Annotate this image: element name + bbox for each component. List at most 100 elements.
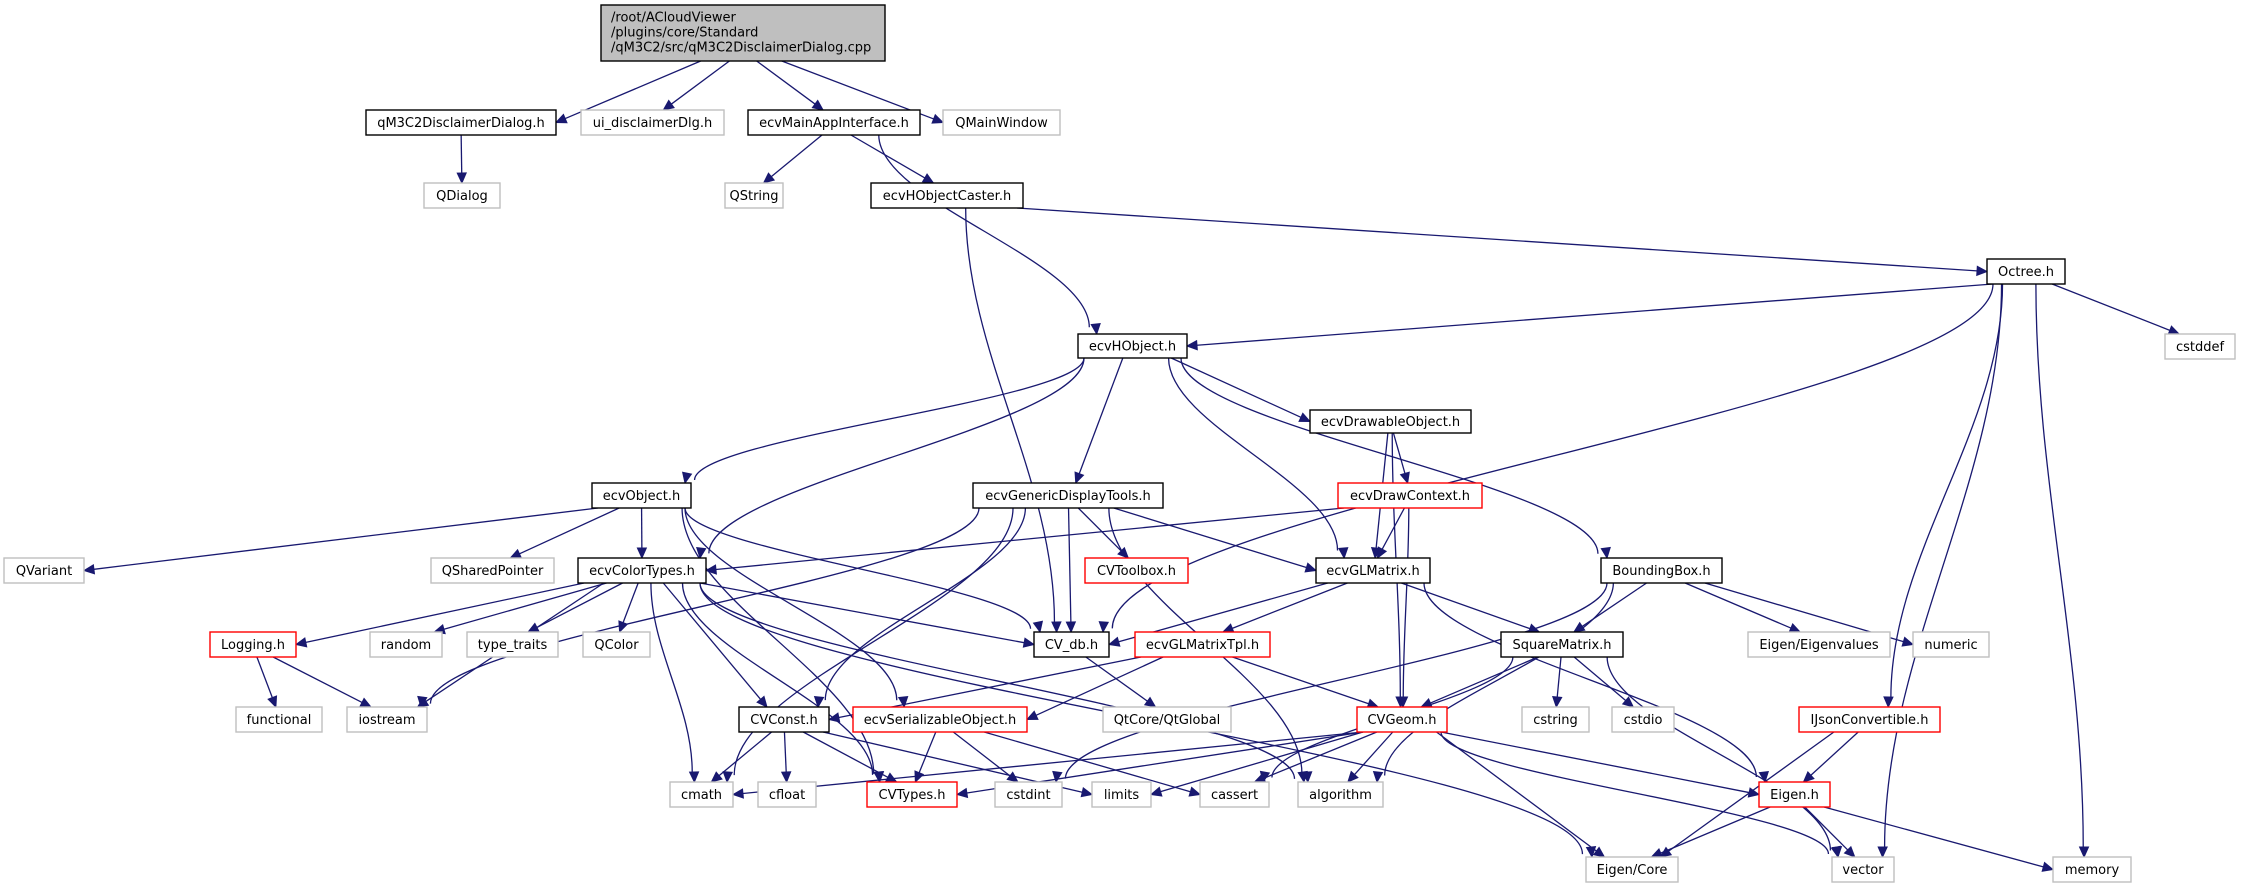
node-box <box>580 109 725 136</box>
node-ijsonconvertible-h[interactable]: IJsonConvertible.h <box>1798 706 1941 733</box>
node-cvtoolbox-h[interactable]: CVToolbox.h <box>1084 557 1189 584</box>
arrowhead <box>1592 846 1606 858</box>
node-ecvdrawcontext-h[interactable]: ecvDrawContext.h <box>1337 482 1483 509</box>
arrowhead <box>813 696 825 709</box>
node-qvariant[interactable]: QVariant <box>3 557 85 584</box>
node-box <box>1084 557 1189 584</box>
node-eigen-h[interactable]: Eigen.h <box>1758 781 1831 808</box>
node-label: vector <box>1842 863 1884 878</box>
node-cassert[interactable]: cassert <box>1199 781 1270 808</box>
node-random[interactable]: random <box>369 631 443 658</box>
node-root-file[interactable]: /root/ACloudViewer /plugins/core/Standar… <box>600 4 886 62</box>
node-qmainwindow[interactable]: QMainWindow <box>942 109 1061 136</box>
arrowhead <box>554 113 568 124</box>
node-qm3c2disclaimerdialog-h[interactable]: qM3C2DisclaimerDialog.h <box>365 109 557 136</box>
node-eigen-core[interactable]: Eigen/Core <box>1585 856 1679 883</box>
arrowhead <box>696 546 707 560</box>
edge-line <box>1078 357 1124 474</box>
node-cvtypes-h[interactable]: CVTypes.h <box>866 781 958 808</box>
node-cstdint[interactable]: cstdint <box>994 781 1063 808</box>
node-label: ecvObject.h <box>603 489 681 504</box>
node-boundingbox-h[interactable]: BoundingBox.h <box>1600 557 1723 584</box>
node-qtcore-qtglobal[interactable]: QtCore/QtGlobal <box>1102 706 1232 733</box>
node-eigen-eigenvalues[interactable]: Eigen/Eigenvalues <box>1747 631 1891 658</box>
arrowhead <box>710 771 723 783</box>
node-box <box>1356 706 1448 733</box>
root-label-line-2: /plugins/core/Standard <box>611 26 758 41</box>
node-cvconst-h[interactable]: CVConst.h <box>738 706 830 733</box>
node-box <box>235 706 323 733</box>
arrowhead <box>1304 562 1318 573</box>
node-algorithm[interactable]: algorithm <box>1297 781 1384 808</box>
edge-line <box>1573 656 1627 702</box>
edge-ecvcolortypes-h-to-qcolor <box>618 582 639 634</box>
node-label: functional <box>247 713 312 728</box>
node-box <box>870 182 1024 209</box>
node-label: cfloat <box>769 788 805 803</box>
edge-ecvhobject-h-to-boundingbox-h <box>1180 357 1611 560</box>
node-box <box>1315 557 1431 584</box>
node-qsharedpointer[interactable]: QSharedPointer <box>430 557 555 584</box>
edge-line <box>708 357 1085 554</box>
node-ecvglmatrixtpl-h[interactable]: ecvGLMatrixTpl.h <box>1134 631 1271 658</box>
node-cmath[interactable]: cmath <box>669 781 734 808</box>
edge-line <box>1384 582 1614 776</box>
node-qcolor[interactable]: QColor <box>582 631 651 658</box>
node-memory[interactable]: memory <box>2052 856 2132 883</box>
node-iostream[interactable]: iostream <box>346 706 428 733</box>
arrowhead <box>1032 620 1044 634</box>
arrowhead <box>1650 848 1664 858</box>
arrowhead <box>1298 412 1312 423</box>
node-ecvhobject-h[interactable]: ecvHObject.h <box>1077 333 1188 359</box>
node-ecvobject-h[interactable]: ecvObject.h <box>591 482 692 509</box>
edge-squarematrix-h-to-cstdio <box>1573 656 1635 708</box>
node-ecvgenericdisplaytools-h[interactable]: ecvGenericDisplayTools.h <box>972 482 1164 509</box>
arrowhead <box>618 620 629 634</box>
edge-ecvcolortypes-h-to-algorithm <box>699 582 1308 784</box>
edge-line <box>699 582 1025 644</box>
arrowhead <box>456 172 467 185</box>
edge-line <box>1668 731 1835 852</box>
node-box <box>1297 781 1384 808</box>
node-ecvglmatrix-h[interactable]: ecvGLMatrix.h <box>1315 557 1431 584</box>
edge-eigen-h-to-eigen-core <box>1650 806 1771 858</box>
node-logging-h[interactable]: Logging.h <box>209 631 297 658</box>
edge-line <box>1810 731 1859 776</box>
edge-line <box>272 656 363 704</box>
node-cstddef[interactable]: cstddef <box>2164 333 2236 360</box>
edge-ecvglmatrixtpl-h-to-ecvserializableobject-h <box>1025 656 1164 721</box>
node-limits[interactable]: limits <box>1091 781 1152 808</box>
node-cv-db-h[interactable]: CV_db.h <box>1033 631 1110 658</box>
node-label: random <box>381 638 431 653</box>
node-ecvdrawableobject-h[interactable]: ecvDrawableObject.h <box>1309 409 1472 434</box>
node-qdialog[interactable]: QDialog <box>423 182 501 209</box>
edge-ecvhobjectcaster-h-to-octree-h <box>1016 207 1989 277</box>
node-ecvmainappinterface-h[interactable]: ecvMainAppInterface.h <box>747 109 921 136</box>
node-type-traits[interactable]: type_traits <box>466 631 559 658</box>
edge-line <box>878 134 1090 328</box>
arrowhead <box>681 471 693 485</box>
node-box <box>747 109 921 136</box>
node-ecvhobjectcaster-h[interactable]: ecvHObjectCaster.h <box>870 182 1024 209</box>
node-cstdio[interactable]: cstdio <box>1611 706 1675 733</box>
arrowhead <box>1376 546 1388 560</box>
node-functional[interactable]: functional <box>235 706 323 733</box>
node-cvgeom-h[interactable]: CVGeom.h <box>1356 706 1448 733</box>
node-ecvcolortypes-h[interactable]: ecvColorTypes.h <box>577 557 707 584</box>
node-vector[interactable]: vector <box>1831 856 1895 883</box>
edge-line <box>699 582 1296 779</box>
arrowhead <box>1098 621 1110 634</box>
node-ui-disclaimerdlg-h[interactable]: ui_disclaimerDlg.h <box>580 109 725 136</box>
node-qstring[interactable]: QString <box>724 182 784 209</box>
node-ecvserializableobject-h[interactable]: ecvSerializableObject.h <box>852 706 1028 733</box>
node-squarematrix-h[interactable]: SquareMatrix.h <box>1500 631 1624 658</box>
edge-line <box>802 731 889 778</box>
edge-cvconst-h-to-cfloat <box>780 731 792 784</box>
node-octree-h[interactable]: Octree.h <box>1986 258 2066 285</box>
node-cstring[interactable]: cstring <box>1521 706 1590 733</box>
node-box <box>738 706 830 733</box>
edge-line <box>756 60 816 105</box>
node-cfloat[interactable]: cfloat <box>757 781 817 808</box>
node-numeric[interactable]: numeric <box>1912 631 1990 658</box>
edge-ecvglmatrix-h-to-ecvglmatrixtpl-h <box>1221 582 1348 634</box>
